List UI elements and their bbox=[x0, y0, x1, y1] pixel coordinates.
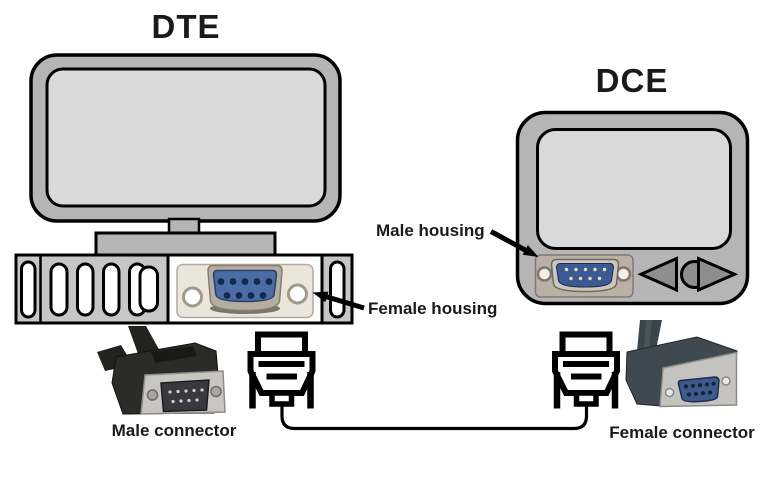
dte-vent-slots bbox=[20, 260, 346, 319]
dte-monitor-screen bbox=[45, 67, 327, 208]
male-connector-photo bbox=[97, 326, 226, 415]
pin-shell bbox=[160, 379, 210, 413]
grip-line bbox=[266, 373, 297, 380]
male-db9-face bbox=[555, 263, 615, 288]
vent-slot bbox=[329, 260, 346, 319]
arrowhead-icon bbox=[312, 291, 329, 303]
strain-relief bbox=[269, 390, 295, 407]
vent-slot bbox=[76, 262, 95, 317]
vent-slot bbox=[20, 260, 37, 319]
cable-connector-icon-left bbox=[247, 331, 316, 409]
grip-line bbox=[571, 373, 602, 380]
dte-unit-outline bbox=[14, 253, 354, 325]
dte-monitor-base bbox=[94, 231, 277, 258]
strain-relief bbox=[573, 390, 599, 407]
arrowhead-icon bbox=[522, 245, 539, 257]
screw-hole-icon bbox=[615, 266, 632, 282]
male-pins bbox=[168, 388, 204, 404]
left-arrow-button-icon bbox=[637, 256, 678, 293]
female-db9-face bbox=[212, 269, 278, 303]
screw-icon bbox=[721, 376, 731, 386]
cable-connector-icon-right bbox=[552, 331, 620, 409]
screw-icon bbox=[664, 387, 675, 398]
dce-screen bbox=[536, 128, 732, 250]
vent-slot bbox=[102, 262, 121, 317]
male-connector-label: Male connector bbox=[111, 421, 237, 440]
grip-line bbox=[258, 361, 305, 367]
female-socket-face bbox=[677, 376, 720, 403]
cable-highlight bbox=[644, 320, 652, 348]
male-housing-label: Male housing bbox=[376, 221, 485, 240]
male-housing-arrow bbox=[489, 229, 539, 257]
dce-title: DCE bbox=[595, 62, 669, 99]
female-connector-photo bbox=[625, 320, 738, 408]
female-db9-socket-holes bbox=[217, 278, 273, 299]
screw-hole-icon bbox=[536, 266, 553, 282]
right-arrow-button-icon bbox=[697, 256, 739, 293]
screw-hole-icon bbox=[182, 286, 203, 308]
female-housing-label: Female housing bbox=[368, 299, 498, 318]
female-socket-holes bbox=[683, 381, 716, 397]
dce-device bbox=[515, 110, 750, 306]
dte-monitor bbox=[29, 53, 342, 258]
dce-nav-buttons bbox=[637, 256, 739, 293]
serial-cable-line bbox=[280, 403, 589, 431]
hood-ridge bbox=[151, 346, 197, 363]
vent-slot-nested bbox=[138, 265, 159, 313]
female-connector-label: Female connector bbox=[609, 423, 755, 442]
vent-slot bbox=[49, 262, 69, 317]
screw-icon bbox=[146, 389, 159, 401]
dte-title: DTE bbox=[151, 8, 221, 45]
female-db9-port bbox=[176, 263, 314, 319]
female-housing-arrow bbox=[312, 291, 365, 311]
male-db9-port bbox=[534, 254, 634, 298]
grip-line bbox=[563, 361, 609, 367]
screw-icon bbox=[210, 385, 222, 398]
male-db9-pins bbox=[564, 267, 607, 281]
screw-hole-icon bbox=[287, 283, 308, 305]
